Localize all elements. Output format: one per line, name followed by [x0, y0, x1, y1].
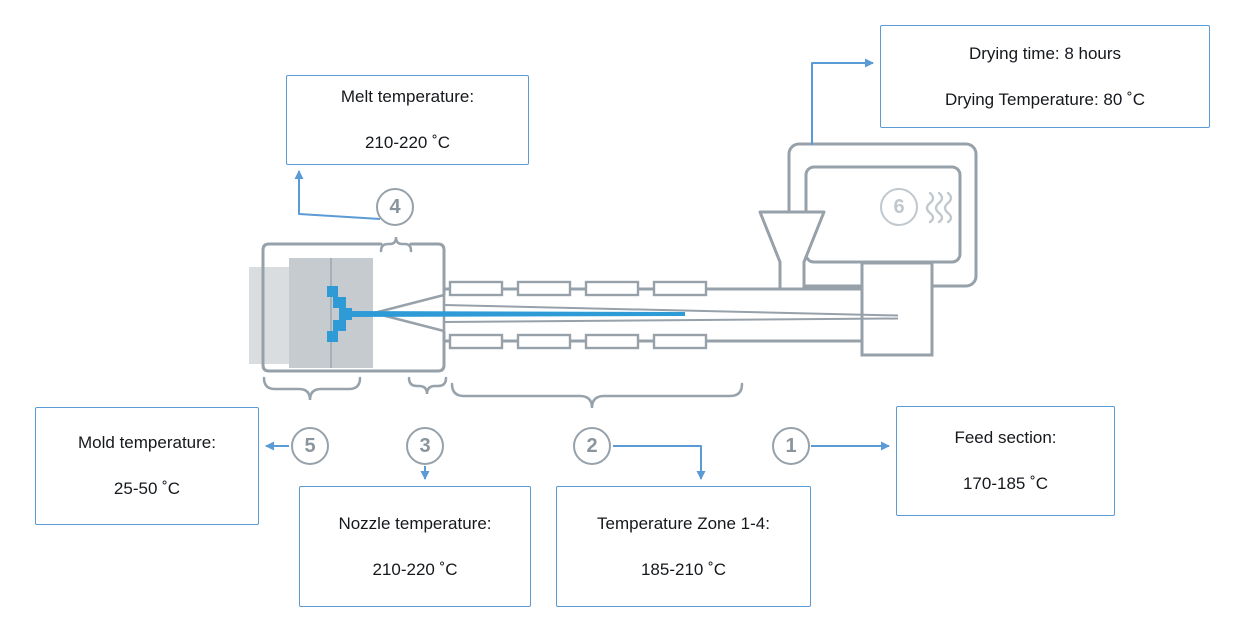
step-2-marker: 2	[573, 427, 611, 465]
step-3-number: 3	[419, 434, 431, 457]
drive-unit-block	[860, 261, 934, 357]
mold-frame	[261, 242, 446, 373]
melt-section-brace	[379, 236, 413, 253]
melt-temperature-label: Melt temperature:	[340, 87, 475, 106]
mold-temperature-box: Mold temperature: 25-50 ˚C	[35, 407, 259, 525]
barrel-section-brace	[450, 382, 744, 409]
nozzle-temperature-value: 210-220 ˚C	[372, 559, 458, 579]
step-6-number: 6	[893, 195, 905, 218]
step-6-marker: 6	[880, 188, 918, 226]
temperature-zone-value: 185-210 ˚C	[640, 559, 727, 579]
mold-temperature-label: Mold temperature:	[78, 433, 216, 452]
drying-info-box: Drying time: 8 hours Drying Temperature:…	[880, 25, 1210, 128]
heat-waves-icon	[925, 191, 953, 224]
mold-temperature-value: 25-50 ˚C	[113, 479, 181, 498]
temperature-zone-box: Temperature Zone 1-4: 185-210 ˚C	[556, 486, 811, 607]
step-4-marker: 4	[376, 188, 414, 226]
nozzle-section-brace	[407, 376, 448, 395]
hopper	[758, 210, 826, 291]
zone-arrow	[613, 445, 706, 480]
drying-arrow	[811, 58, 874, 145]
step-5-number: 5	[304, 434, 316, 457]
feed-section-value: 170-185 ˚C	[962, 474, 1049, 493]
step-1-marker: 1	[772, 427, 810, 465]
step-4-number: 4	[389, 195, 401, 218]
mold-section-brace	[262, 376, 362, 401]
screw	[443, 304, 899, 323]
step-5-marker: 5	[291, 427, 329, 465]
step-3-marker: 3	[406, 427, 444, 465]
heater-bands	[448, 280, 708, 350]
section-braces	[262, 236, 744, 409]
step-2-number: 2	[586, 434, 598, 457]
melt-temperature-value: 210-220 ˚C	[364, 133, 451, 152]
molded-part	[327, 286, 685, 342]
melt-temperature-box: Melt temperature: 210-220 ˚C	[286, 75, 529, 165]
feed-section-box: Feed section: 170-185 ˚C	[896, 406, 1115, 516]
drying-time-text: Drying time: 8 hours	[968, 43, 1122, 63]
step-1-number: 1	[785, 434, 797, 457]
connector-arrows	[265, 58, 890, 480]
nozzle-temperature-label: Nozzle temperature:	[338, 513, 492, 533]
melt-stream	[350, 311, 685, 317]
nozzle-temperature-box: Nozzle temperature: 210-220 ˚C	[299, 486, 531, 607]
drying-temperature-text: Drying Temperature: 80 ˚C	[945, 89, 1145, 109]
melt-arrow	[294, 170, 381, 220]
feed-section-label: Feed section:	[954, 428, 1057, 447]
temperature-zone-label: Temperature Zone 1-4:	[597, 513, 770, 533]
